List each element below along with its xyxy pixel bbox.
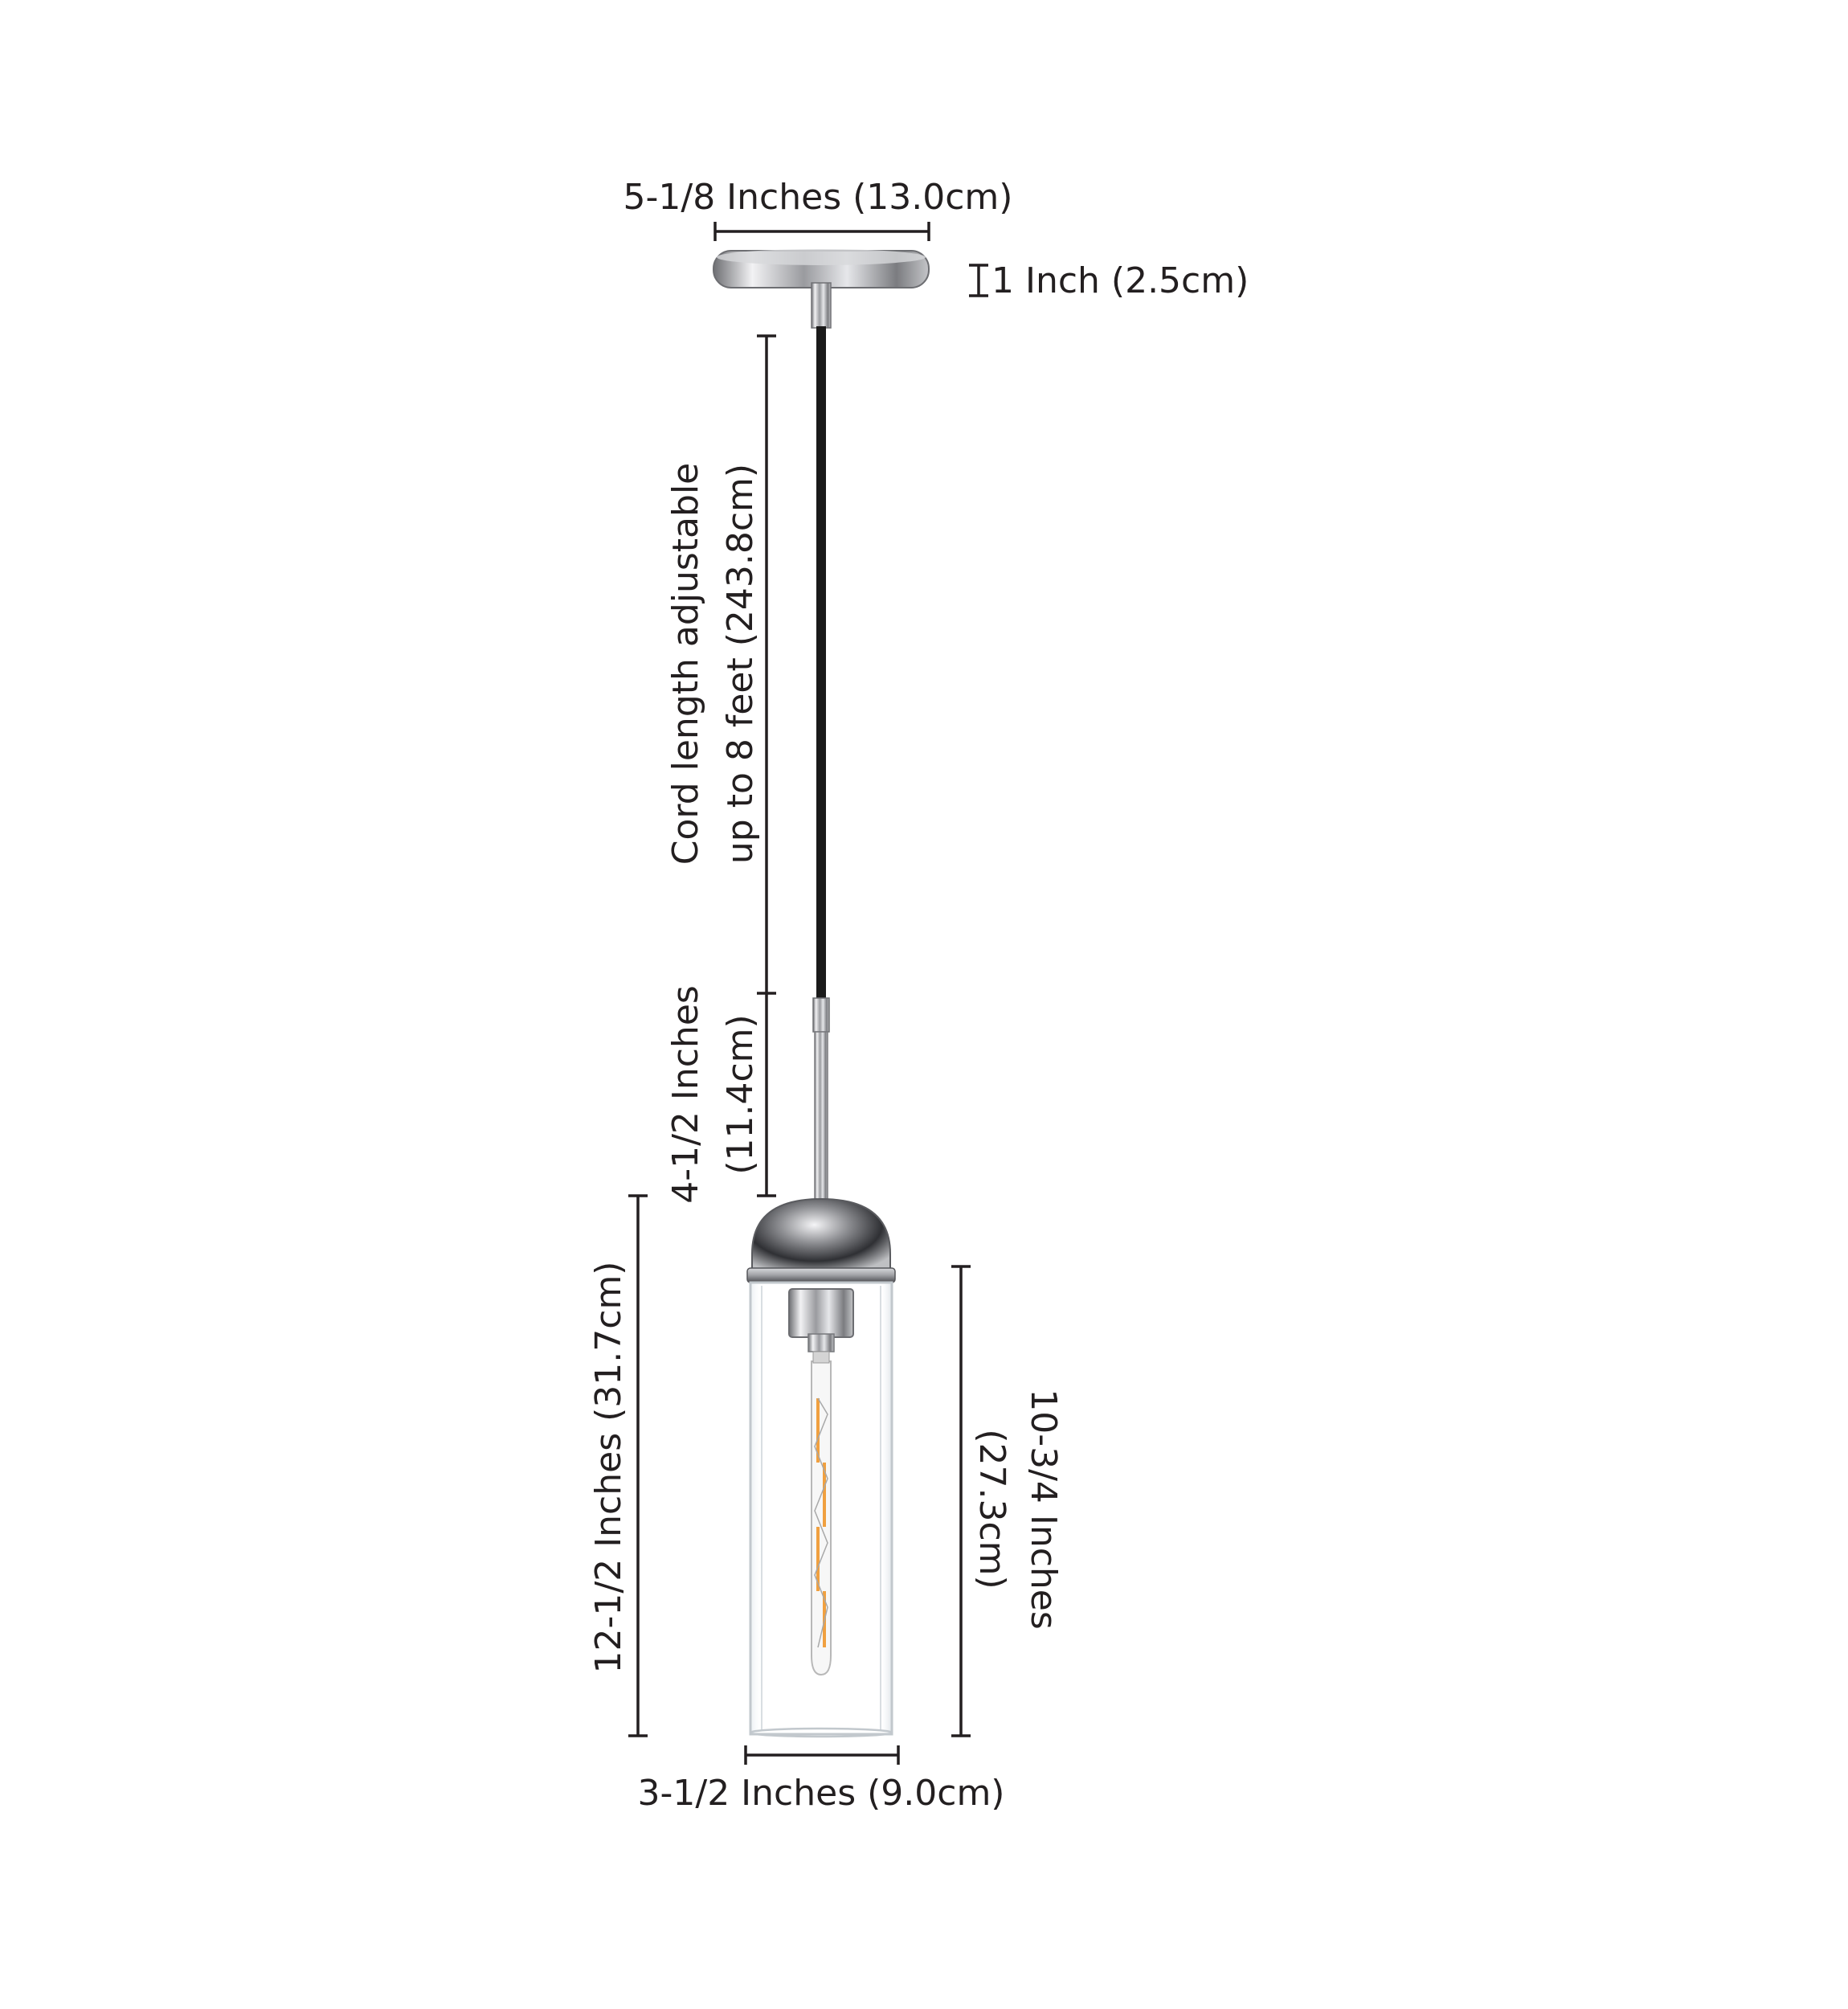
stem-length-label-line2: (11.4cm) (720, 1014, 761, 1174)
shade-height-label-line1: 10-3/4 Inches (1023, 1389, 1064, 1630)
shade-width-line (744, 1745, 900, 1765)
cord-length-label-line2: up to 8 feet (243.8cm) (720, 464, 761, 864)
edison-tube-bulb (811, 1351, 832, 1676)
canopy-height-label: 1 Inch (2.5cm) (991, 260, 1249, 301)
overall-height-label: 12-1/2 Inches (31.7cm) (588, 1262, 629, 1674)
bulb-socket (788, 1288, 854, 1352)
downrod (812, 997, 830, 1203)
canopy-height-line (969, 264, 988, 297)
shade-height-line (951, 1265, 971, 1737)
pendant-fixture (713, 249, 930, 1738)
stem-length-line (757, 993, 776, 1197)
overall-height-line (628, 1194, 648, 1737)
shade-width-label: 3-1/2 Inches (9.0cm) (638, 1773, 1005, 1814)
cord-length-label-line1: Cord length adjustable (665, 463, 706, 865)
dome-cap (746, 1197, 896, 1283)
dimension-lines (628, 222, 988, 1765)
canopy-width-line (713, 222, 930, 241)
canopy-width-label: 5-1/8 Inches (13.0cm) (623, 177, 1013, 218)
stem-length-label-line1: 4-1/2 Inches (665, 985, 706, 1204)
dimension-labels: 5-1/8 Inches (13.0cm) 1 Inch (2.5cm) Cor… (588, 177, 1249, 1814)
canopy (713, 249, 930, 329)
shade-height-label-line2: (27.3cm) (971, 1429, 1012, 1589)
power-cord (816, 326, 826, 1000)
